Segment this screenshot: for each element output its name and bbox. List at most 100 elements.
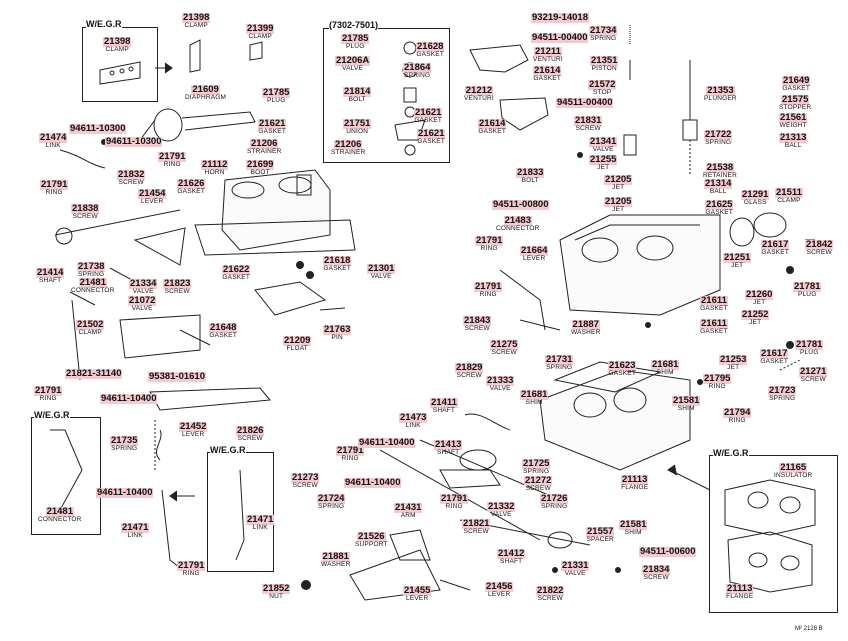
part-number: 21332 — [487, 501, 516, 512]
part-number: 21842 — [805, 239, 834, 250]
part-number: 21072 — [128, 295, 157, 306]
part-name: RING — [728, 416, 746, 424]
part-name: BOLT — [521, 176, 539, 184]
part-number: 21205 — [604, 196, 633, 207]
part-name: DIAPHRAGM — [185, 93, 227, 101]
part-number: 21763 — [323, 324, 352, 335]
part-name: LINK — [45, 141, 61, 149]
part-name: SCREW — [456, 371, 482, 379]
part-number: 21735 — [110, 435, 139, 446]
part-number: 21881 — [321, 551, 350, 562]
part-name: LEVER — [182, 430, 205, 438]
part-number: 21483 — [503, 215, 532, 226]
part-number: 21572 — [588, 79, 617, 90]
part-number: 21212 — [464, 85, 494, 96]
part-number: 21206 — [334, 139, 363, 150]
part-number: 21723 — [768, 385, 797, 396]
part-number: 21831 — [574, 115, 603, 126]
part-number: 21112 — [201, 159, 229, 170]
part-name: GASKET — [414, 116, 442, 124]
part-name: JET — [597, 163, 610, 171]
part-number: 21864 — [403, 62, 432, 73]
part-name: GASKET — [417, 137, 445, 145]
part-name: LEVER — [523, 254, 546, 262]
part-name: CONNECTOR — [38, 515, 82, 523]
part-name: SPRING — [318, 502, 345, 510]
part-name: SPRING — [78, 270, 105, 278]
part-number: 21823 — [163, 278, 192, 289]
egr-left-title: W/E.G.R — [34, 410, 70, 420]
part-number: 94611-10400 — [358, 437, 416, 448]
part-name: BOLT — [348, 95, 366, 103]
part-number: 21794 — [723, 407, 752, 418]
part-number: 21611 — [700, 318, 728, 329]
part-number: 21699 — [246, 159, 275, 170]
part-number: 21557 — [586, 526, 615, 537]
part-number: 21821 — [462, 518, 491, 529]
part-name: SPRING — [705, 138, 732, 146]
part-name: FLANGE — [726, 592, 754, 600]
part-name: VALVE — [132, 287, 154, 295]
part-name: JET — [753, 298, 766, 306]
part-name: CLAMP — [78, 328, 102, 336]
part-name: LINK — [252, 523, 268, 531]
part-number: 21791 — [440, 493, 469, 504]
part-number: 21887 — [571, 319, 600, 330]
part-name: SCREW — [643, 573, 669, 581]
callout: 94511-00400 — [531, 32, 589, 43]
part-number: 95381-01610 — [148, 371, 206, 382]
part-name: GASKET — [222, 273, 250, 281]
part-number: 21206 — [250, 138, 279, 149]
part-number: 21260 — [745, 289, 774, 300]
part-name: SPRING — [546, 363, 573, 371]
part-name: CLAMP — [184, 21, 208, 29]
part-name: GASKET — [760, 357, 788, 365]
part-number: 94611-10300 — [69, 123, 127, 134]
part-number: 21681 — [651, 359, 680, 370]
part-name: PISTON — [591, 64, 617, 72]
part-number: 21614 — [478, 118, 507, 129]
part-number: 21251 — [723, 252, 752, 263]
part-number: 94611-10400 — [100, 393, 158, 404]
part-number: 21738 — [77, 261, 106, 272]
callout: 94611-10300 — [105, 137, 163, 147]
part-name: VALVE — [592, 145, 614, 153]
part-number: 21526 — [357, 531, 386, 542]
part-number: 94511-00400 — [531, 32, 589, 43]
part-name: GASKET — [533, 74, 561, 82]
part-name: PLUG — [345, 42, 365, 50]
part-number: 21398 — [103, 36, 132, 47]
part-name: JET — [727, 363, 740, 371]
part-number: 21734 — [589, 25, 618, 36]
part-name: SCREW — [237, 434, 263, 442]
part-name: RING — [182, 569, 200, 577]
part-number: 93219-14018 — [531, 12, 589, 23]
part-name: CLAMP — [248, 32, 272, 40]
part-name: GASKET — [705, 208, 733, 216]
